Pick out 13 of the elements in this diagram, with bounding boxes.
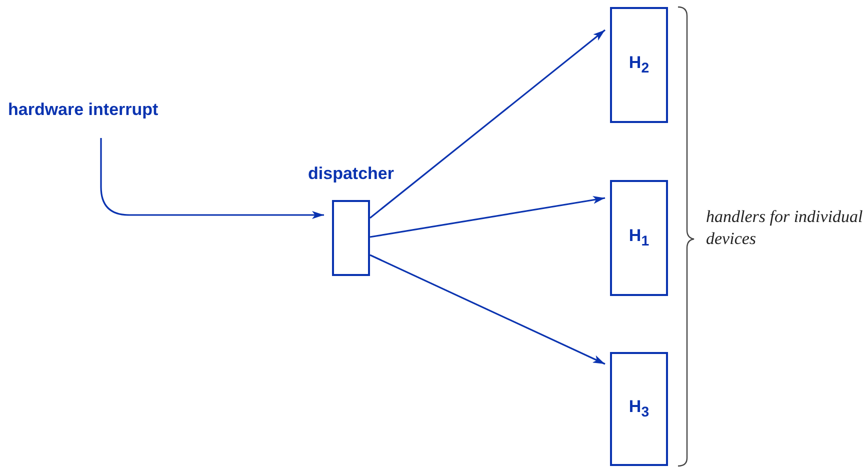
handler-box <box>610 352 668 466</box>
brace-note: handlers for individual devices <box>706 206 864 250</box>
handler-box <box>610 7 668 123</box>
arrow <box>370 196 606 238</box>
arrow <box>370 254 606 365</box>
box-heading: dispatcher <box>308 164 394 184</box>
arrow <box>100 138 324 219</box>
event-label: hardware interrupt <box>8 100 208 124</box>
handler-label: H$_{3}$ <box>628 397 650 421</box>
arrow <box>370 29 606 219</box>
handler-box <box>610 180 668 296</box>
handler-label: H$_{1}$ <box>628 226 650 250</box>
handler-label: H$_{2}$ <box>628 53 650 77</box>
